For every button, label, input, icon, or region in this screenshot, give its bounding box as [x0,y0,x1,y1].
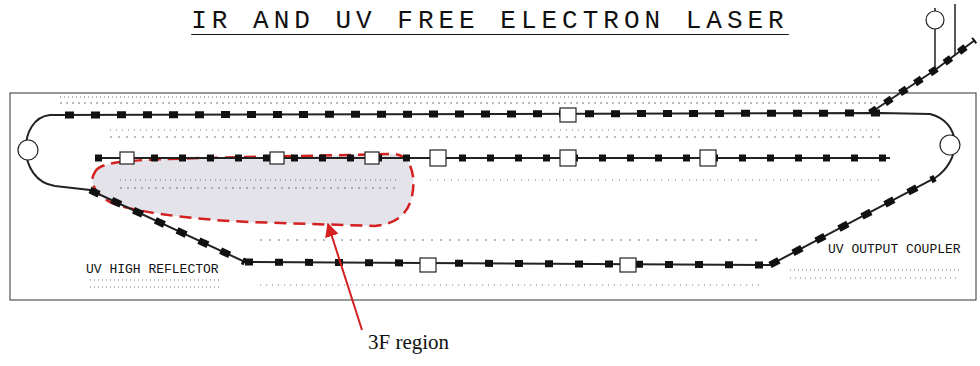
beamline [26,4,975,265]
drawing-title: IR AND UV FREE ELECTRON LASER [191,6,788,36]
section-label: UV HIGH REFLECTOR [84,262,221,277]
annotation-marks [60,97,960,287]
callout-arrow [328,224,362,330]
magnet-blocks [50,40,975,265]
drawing-frame [10,93,976,300]
callout-label: 3F region [366,330,451,355]
section-label: UV OUTPUT COUPLER [826,242,963,257]
cavity-modules [18,11,960,272]
